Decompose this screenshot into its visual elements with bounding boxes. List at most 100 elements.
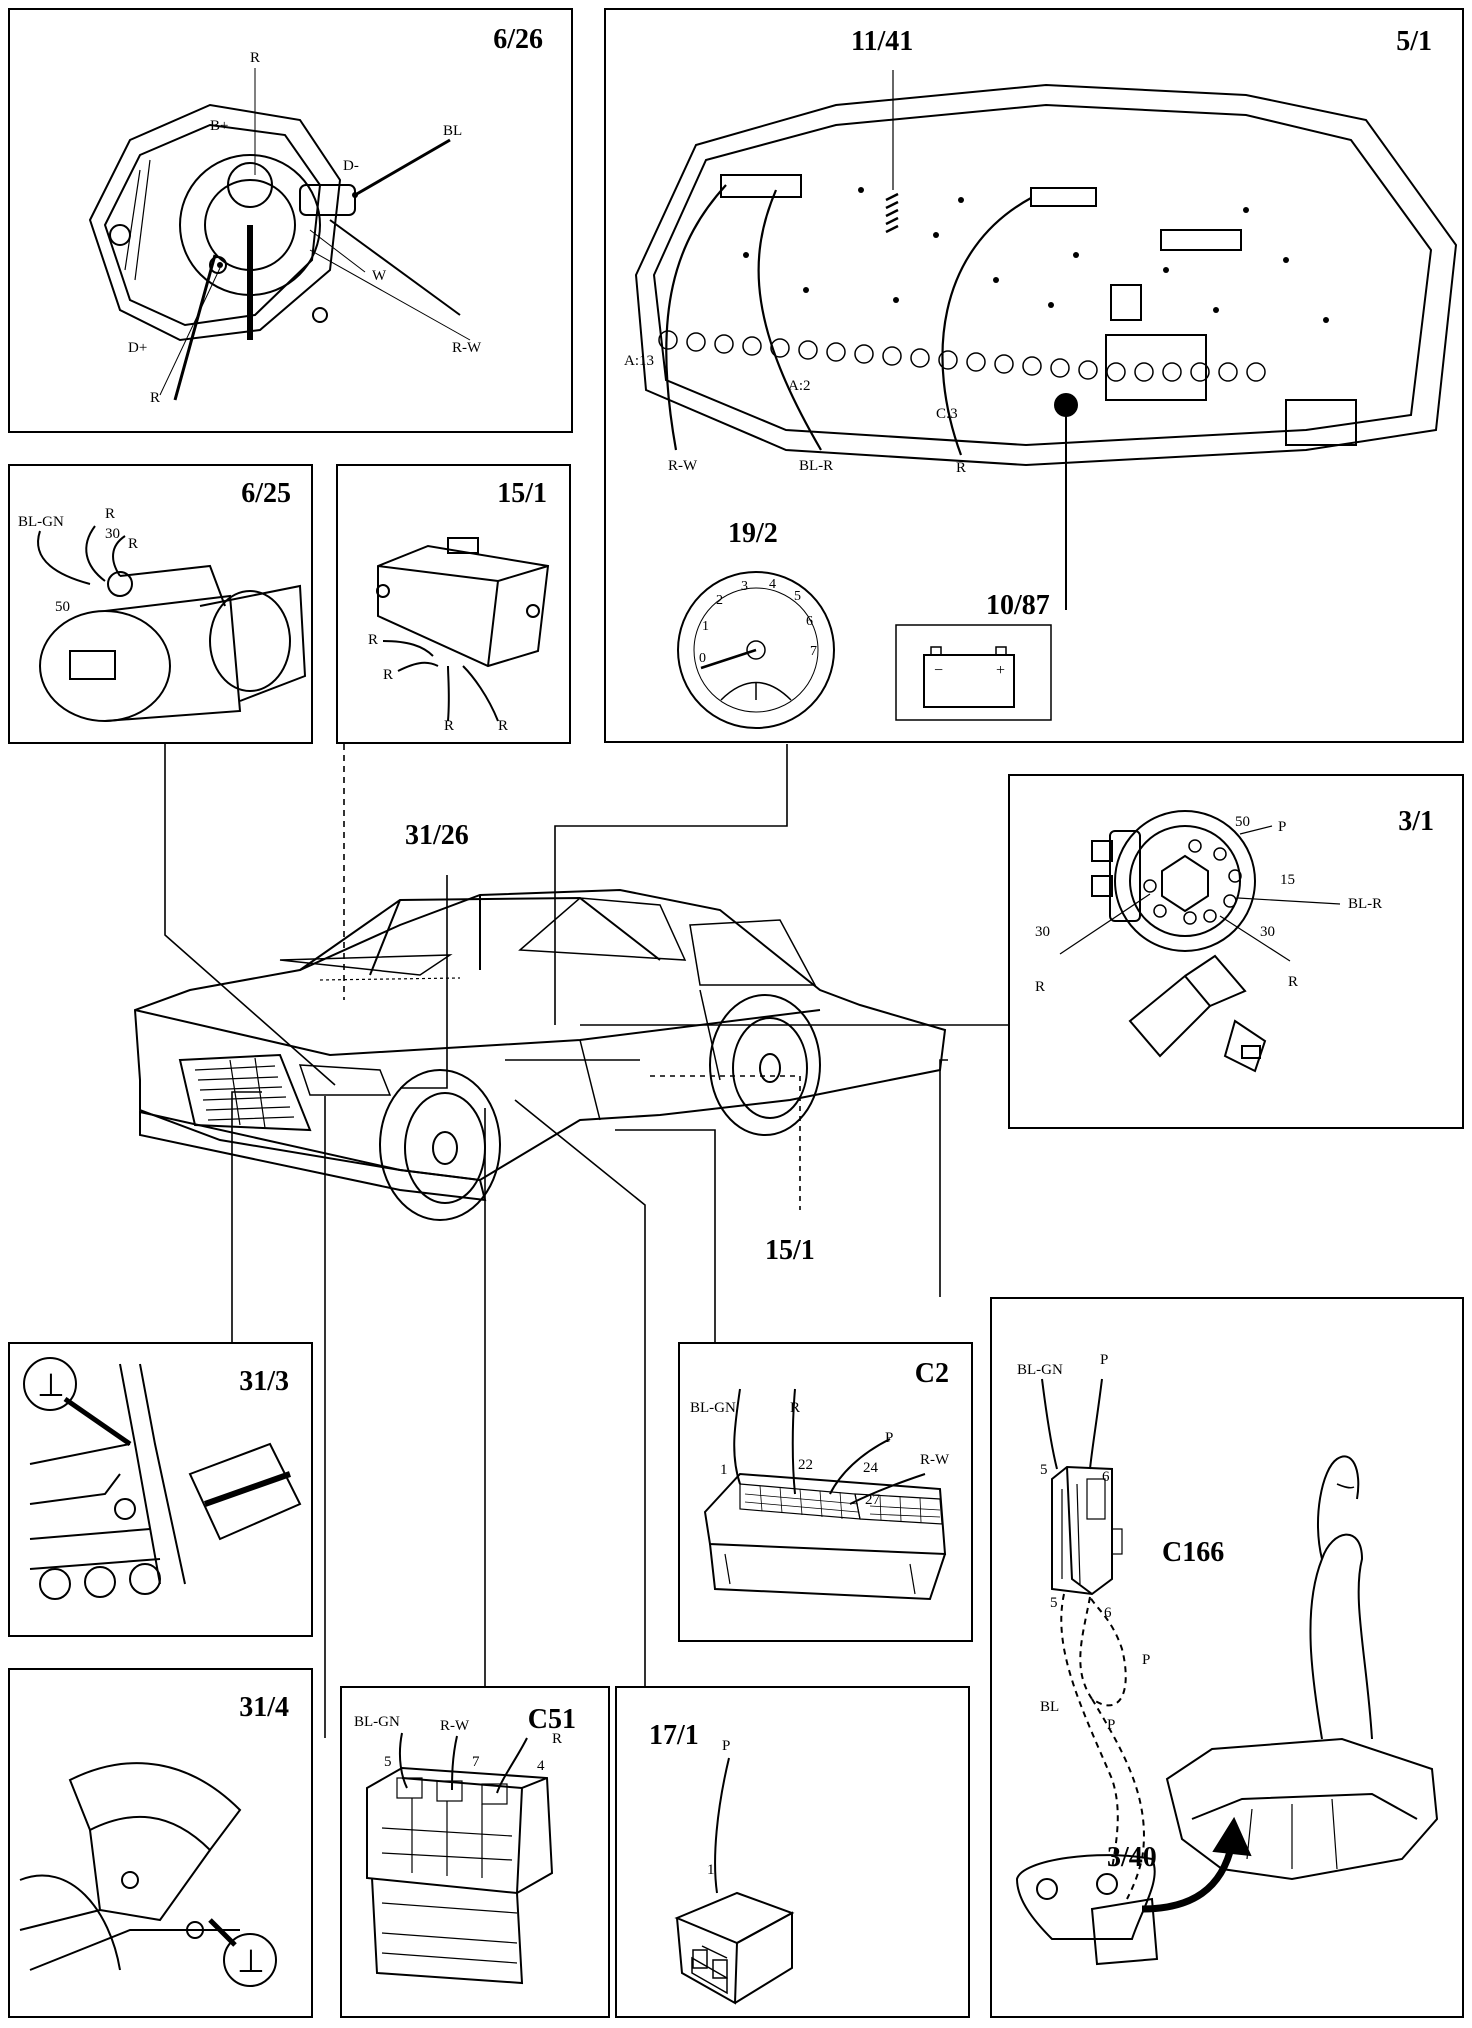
pin-row — [658, 330, 1266, 382]
panel-starter: 6/25 BL-GN R 30 R 50 — [8, 464, 313, 744]
label-cl-c3: C:3 — [936, 406, 958, 422]
panel-id-module: 15/1 — [497, 478, 547, 509]
ignition-drawing: 50 P 15 BL-R 30 30 R R — [1035, 810, 1382, 1073]
tacho-tick-7: 7 — [810, 644, 817, 659]
panel-ground2: 31/4 ⊥ — [8, 1668, 313, 2018]
tacho-tick-5: 5 — [794, 589, 801, 604]
label-c2-p: P — [885, 1430, 893, 1446]
label-c166-6a: 6 — [1102, 1469, 1110, 1485]
label-mod-r4: R — [498, 718, 508, 734]
ground1-drawing: ⊥ — [23, 1357, 302, 1600]
label-c2-1: 1 — [720, 1462, 728, 1478]
panel-id-battery: 10/87 — [986, 590, 1050, 621]
label-st-50: 50 — [55, 599, 70, 615]
ground2-symbol: ⊥ — [237, 1943, 265, 1979]
panel-id-instrument: 5/1 — [1396, 26, 1432, 57]
battery-plus: + — [996, 662, 1005, 679]
panel-id-starter: 6/25 — [241, 478, 291, 509]
label-mod-r2: R — [383, 667, 393, 683]
tacho-tick-2: 2 — [716, 593, 723, 608]
label-ign-50: 50 — [1235, 814, 1250, 830]
label-st-r1: R — [105, 506, 115, 522]
label-alt-r-top: R — [250, 50, 260, 66]
car-illustration — [133, 888, 947, 1221]
label-ign-r1: R — [1035, 979, 1045, 995]
label-c166-bl: BL — [1040, 1699, 1059, 1715]
c51-drawing: BL-GN R-W R 5 7 4 — [354, 1714, 562, 1985]
label-171-1: 1 — [707, 1862, 715, 1878]
label-c166-p3: P — [1107, 1717, 1115, 1733]
car-label-151-bottom: 15/1 — [765, 1235, 815, 1266]
label-mod-r3: R — [444, 718, 454, 734]
label-c51-4: 4 — [537, 1758, 545, 1774]
label-ign-r2: R — [1288, 974, 1298, 990]
label-c2-blgn: BL-GN — [690, 1400, 736, 1416]
label-alt-dminus: D- — [343, 158, 359, 174]
label-cl-rw: R-W — [668, 458, 698, 474]
label-ign-blr: BL-R — [1348, 896, 1382, 912]
panel-id-ground2: 31/4 — [239, 1692, 289, 1723]
leader-313 — [231, 1091, 262, 1342]
label-ign-30b: 30 — [1260, 924, 1275, 940]
tacho-tick-0: 0 — [699, 651, 706, 666]
panel-c166: C166 3/40 — [990, 1297, 1464, 2018]
panel-id-alternator: 6/26 — [493, 24, 543, 55]
label-st-r2: R — [128, 536, 138, 552]
module-drawing: R R R R — [368, 537, 550, 734]
battery-minus: − — [934, 662, 943, 679]
tacho-tick-1: 1 — [702, 619, 709, 634]
tacho-tick-3: 3 — [741, 579, 748, 594]
panel-subid-instrument: 11/41 — [851, 26, 914, 57]
label-c166-5b: 5 — [1050, 1595, 1058, 1611]
leader-tacho — [554, 744, 788, 1025]
panel-ignition: 3/1 50 P 15 — [1008, 774, 1464, 1129]
leader-starter — [164, 744, 336, 1086]
label-c2-22: 22 — [798, 1457, 813, 1473]
label-c51-5: 5 — [384, 1754, 392, 1770]
label-alt-dplus: D+ — [128, 340, 147, 356]
panel-c51: C51 BL-GN R-W R 5 7 4 — [340, 1686, 610, 2018]
ground2-drawing: ⊥ — [19, 1762, 277, 1987]
leader-c166 — [939, 1059, 948, 1297]
label-c2-rw: R-W — [920, 1452, 950, 1468]
panel-module: 15/1 R R R R — [336, 464, 571, 744]
p171-drawing: P 1 — [674, 1738, 795, 2005]
panel-id-340: 3/40 — [1107, 1842, 1157, 1873]
leader-171 — [514, 1099, 646, 1762]
label-cl-a2: A:2 — [788, 378, 811, 394]
label-c51-rw: R-W — [440, 1718, 470, 1734]
tacho-tick-4: 4 — [769, 577, 776, 592]
label-c51-blgn: BL-GN — [354, 1714, 400, 1730]
tachometer: 0 1 2 3 4 5 6 7 — [677, 571, 835, 729]
panel-1771: 17/1 P 1 — [615, 1686, 970, 2018]
c2-drawing: BL-GN R P 1 22 24 27 R-W — [690, 1388, 950, 1601]
label-c166-p: P — [1100, 1352, 1108, 1368]
panel-id-c51: C51 — [527, 1704, 576, 1735]
c166-drawing: BL-GN P 5 6 5 6 P BL P — [1015, 1352, 1439, 1966]
panel-id-171: 17/1 — [649, 1720, 699, 1751]
label-c2-27: 27 — [865, 1492, 881, 1508]
tacho-tick-6: 6 — [806, 614, 813, 629]
panel-id-ground1: 31/3 — [239, 1366, 289, 1397]
label-c166-p2: P — [1142, 1652, 1150, 1668]
label-ign-p: P — [1278, 819, 1286, 835]
leader-c2 — [615, 1129, 716, 1342]
label-cl-blr: BL-R — [799, 458, 833, 474]
car-label-3126: 31/26 — [405, 820, 469, 851]
cluster-drawing: A:13 A:2 C:3 R-W BL-R R 0 1 2 3 4 5 6 7 — [624, 70, 1458, 729]
label-st-blgn: BL-GN — [18, 514, 64, 530]
panel-id-ignition: 3/1 — [1398, 806, 1434, 837]
alternator-drawing: R B+ BL D- W R-W D+ R — [88, 50, 482, 406]
leader-1510-dashed — [650, 1075, 801, 1210]
label-ign-30a: 30 — [1035, 924, 1050, 940]
label-mod-r1: R — [368, 632, 378, 648]
label-c166-6b: 6 — [1104, 1605, 1112, 1621]
starter-drawing: BL-GN R 30 R 50 — [18, 506, 307, 722]
panel-id-c166: C166 — [1162, 1537, 1225, 1568]
label-c51-7: 7 — [472, 1754, 480, 1770]
ground1-symbol: ⊥ — [37, 1367, 65, 1403]
label-alt-bplus: B+ — [210, 118, 228, 134]
label-alt-w: W — [372, 268, 387, 284]
label-c166-blgn: BL-GN — [1017, 1362, 1063, 1378]
label-cl-a13: A:13 — [624, 353, 654, 369]
